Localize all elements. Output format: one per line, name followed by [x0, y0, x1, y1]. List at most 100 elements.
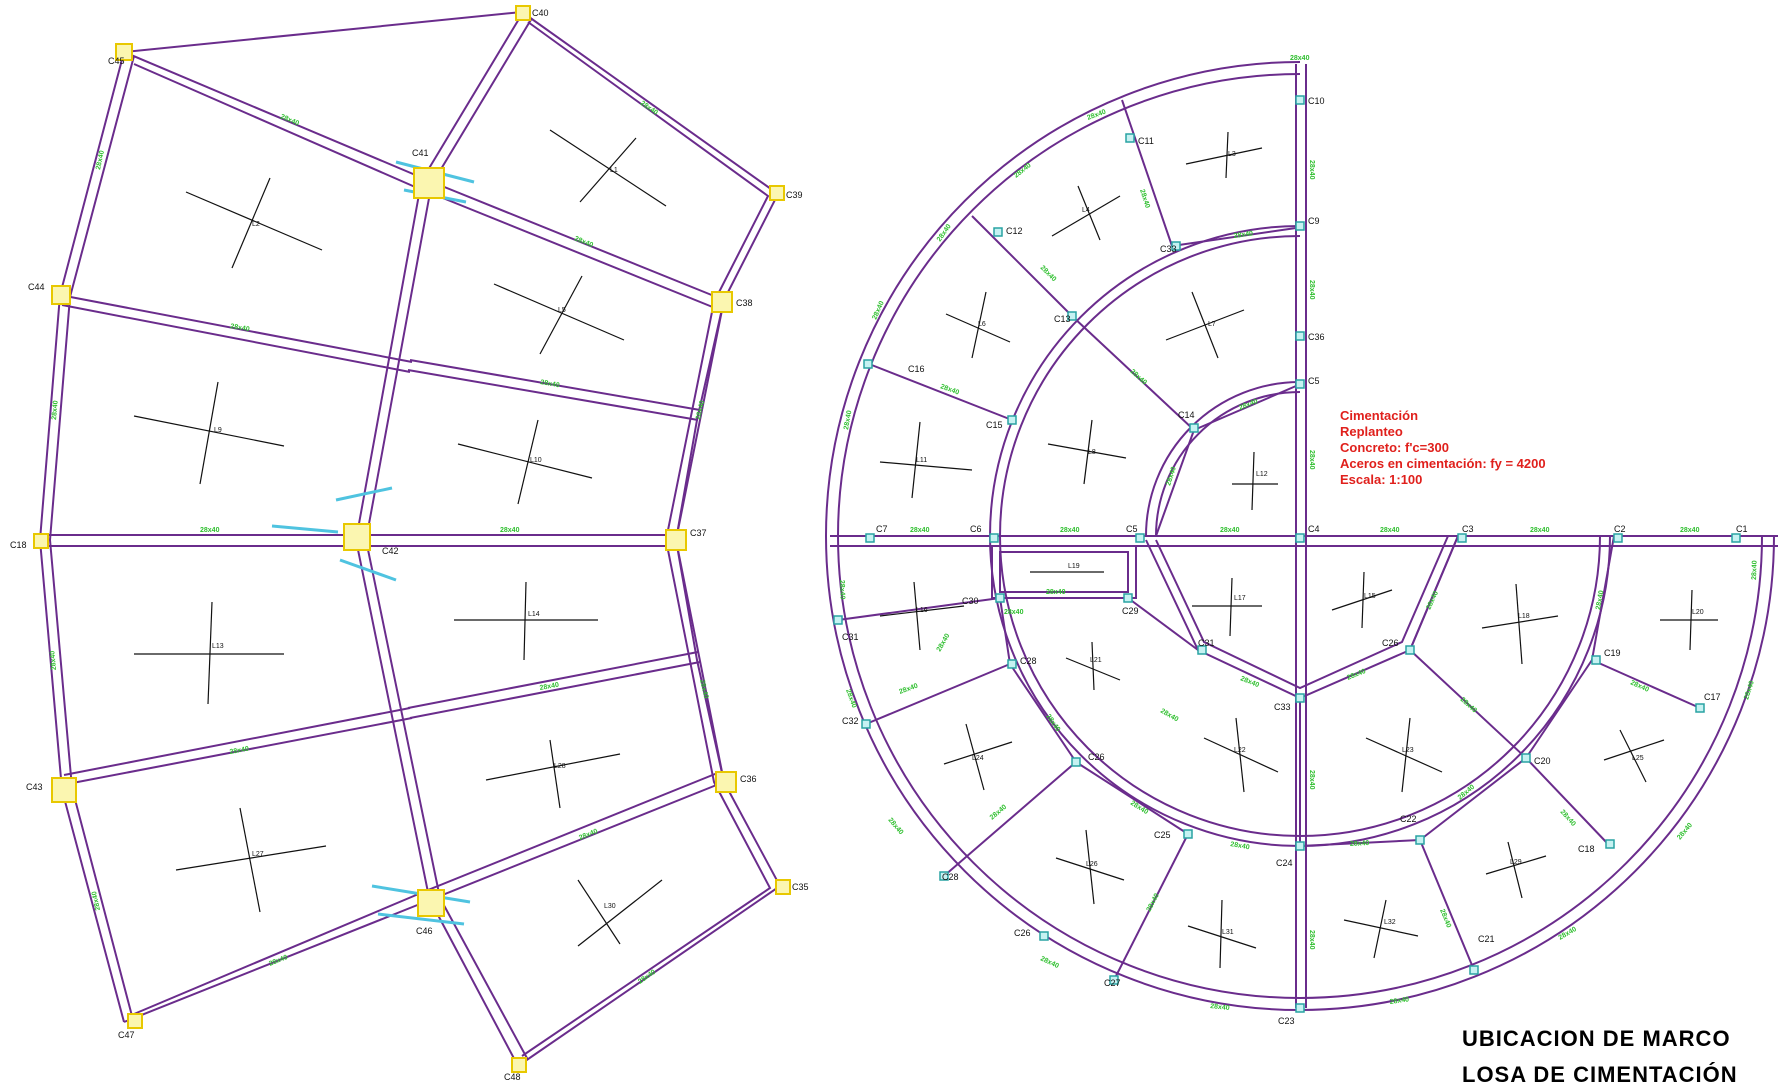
note-line-4: Aceros en cimentación: fy = 4200 — [1340, 456, 1546, 471]
svg-text:28x40: 28x40 — [1459, 696, 1478, 714]
left-columns: C45 C40 C41 C39 C44 C38 C42 C37 C18 C43 … — [10, 5, 809, 1082]
slab-L9: L9 — [133, 381, 285, 485]
svg-text:28x40: 28x40 — [230, 323, 250, 333]
slab-L14: L14 — [454, 581, 598, 661]
slab-L25: L25 — [1603, 729, 1665, 783]
svg-text:28x40: 28x40 — [1308, 160, 1315, 180]
slab-L3: L3 — [1185, 131, 1263, 179]
svg-text:28x40: 28x40 — [989, 804, 1008, 822]
slab-L8: L8 — [1047, 419, 1127, 485]
svg-text:L32: L32 — [1384, 919, 1396, 926]
svg-text:28x40: 28x40 — [1165, 466, 1178, 487]
svg-text:C48: C48 — [504, 1072, 521, 1082]
svg-text:C32: C32 — [842, 716, 859, 726]
svg-text:28x40: 28x40 — [578, 828, 599, 842]
slab-L32: L32 — [1343, 899, 1419, 959]
svg-text:28x40: 28x40 — [1146, 892, 1161, 913]
slab-L20: L20 — [1660, 589, 1718, 651]
svg-text:C47: C47 — [118, 1030, 135, 1040]
svg-text:L5: L5 — [558, 307, 566, 314]
slab-L22: L22 — [1203, 717, 1279, 793]
svg-text:28x40: 28x40 — [1159, 708, 1179, 724]
slab-L23: L23 — [1365, 717, 1443, 793]
svg-text:28x40: 28x40 — [1751, 560, 1759, 580]
svg-text:L11: L11 — [916, 457, 927, 464]
svg-text:C35: C35 — [792, 882, 809, 892]
svg-text:C24: C24 — [1276, 858, 1293, 868]
slab-L7: L7 — [1165, 291, 1245, 359]
slab-L4: L4 — [1051, 185, 1121, 241]
svg-text:C26: C26 — [1014, 928, 1031, 938]
svg-text:C28: C28 — [942, 872, 959, 882]
svg-text:28x40: 28x40 — [898, 683, 919, 696]
svg-text:28x40: 28x40 — [1743, 680, 1756, 701]
svg-text:L29: L29 — [1510, 859, 1522, 866]
svg-text:28x40: 28x40 — [1595, 590, 1605, 610]
svg-text:C30: C30 — [962, 596, 979, 606]
svg-text:C10: C10 — [1308, 96, 1325, 106]
right-foundation-plan: L3 L4 L7 L6 L8 L12 L11 L19 L17 L15 L16 L… — [825, 55, 1778, 1026]
svg-text:C29: C29 — [1122, 606, 1139, 616]
slab-L30: L30 — [577, 879, 663, 947]
svg-text:28x40: 28x40 — [886, 817, 904, 836]
slab-L18: L18 — [1481, 583, 1559, 665]
svg-text:C42: C42 — [382, 546, 399, 556]
svg-text:28x40: 28x40 — [1004, 609, 1024, 616]
note-line-2: Replanteo — [1340, 424, 1403, 439]
svg-text:28x40: 28x40 — [1559, 809, 1577, 828]
svg-text:L1: L1 — [610, 167, 618, 174]
svg-text:C18: C18 — [10, 540, 27, 550]
svg-text:28x40: 28x40 — [936, 633, 952, 653]
svg-text:C41: C41 — [412, 148, 429, 158]
svg-text:L26: L26 — [1086, 861, 1098, 868]
svg-text:L7: L7 — [1208, 321, 1216, 328]
svg-text:28x40: 28x40 — [1210, 1003, 1230, 1012]
svg-text:28x40: 28x40 — [1044, 713, 1061, 733]
svg-text:L13: L13 — [212, 643, 224, 650]
svg-text:C4: C4 — [1308, 524, 1320, 534]
svg-text:28x40: 28x40 — [1013, 162, 1033, 180]
svg-text:28x40: 28x40 — [1425, 590, 1440, 611]
svg-text:28x40: 28x40 — [540, 379, 560, 389]
svg-text:28x40: 28x40 — [1350, 840, 1370, 848]
svg-text:C39: C39 — [786, 190, 803, 200]
svg-text:L10: L10 — [530, 457, 542, 464]
slab-L31: L31 — [1187, 899, 1257, 969]
specification-notes: Cimentación Replanteo Concreto: f'c=300 … — [1340, 408, 1546, 488]
svg-text:28x40: 28x40 — [1129, 368, 1148, 386]
svg-text:C45: C45 — [108, 56, 125, 66]
svg-text:C28: C28 — [1020, 656, 1037, 666]
svg-text:C11: C11 — [1138, 136, 1154, 146]
slab-L27: L27 — [175, 807, 327, 913]
svg-text:28x40: 28x40 — [695, 400, 706, 421]
svg-text:28x40: 28x40 — [1039, 955, 1060, 970]
slab-L21: L21 — [1065, 641, 1121, 691]
svg-text:L2: L2 — [252, 221, 260, 228]
left-foundation-plan: L2 L1 L5 L9 L10 L13 L14 L28 L27 L30 C45 … — [10, 5, 809, 1082]
left-hatch-marks — [271, 160, 475, 926]
svg-text:28x40: 28x40 — [1346, 668, 1367, 682]
svg-text:28x40: 28x40 — [1308, 770, 1315, 790]
slab-L2: L2 — [185, 177, 323, 269]
slab-L26: L26 — [1055, 829, 1125, 905]
svg-text:28x40: 28x40 — [1290, 55, 1310, 62]
svg-text:L12: L12 — [1256, 471, 1268, 478]
svg-text:28x40: 28x40 — [51, 400, 60, 420]
svg-text:C33: C33 — [1274, 702, 1291, 712]
svg-text:C20: C20 — [1534, 756, 1551, 766]
svg-text:28x40: 28x40 — [698, 679, 709, 700]
svg-text:L31: L31 — [1222, 929, 1234, 936]
slab-L13: L13 — [134, 601, 284, 705]
svg-text:L6: L6 — [978, 321, 986, 328]
svg-text:C26: C26 — [1088, 752, 1105, 762]
svg-text:L28: L28 — [554, 763, 566, 770]
svg-text:28x40: 28x40 — [1389, 996, 1409, 1006]
svg-text:L15: L15 — [1364, 593, 1376, 600]
svg-text:C9: C9 — [1308, 216, 1320, 226]
svg-text:L3: L3 — [1228, 151, 1236, 158]
svg-text:C19: C19 — [1604, 648, 1621, 658]
svg-text:C31: C31 — [1198, 638, 1215, 648]
svg-text:C25: C25 — [1154, 830, 1171, 840]
note-line-1: Cimentación — [1340, 408, 1419, 423]
svg-text:28x40: 28x40 — [279, 113, 300, 127]
